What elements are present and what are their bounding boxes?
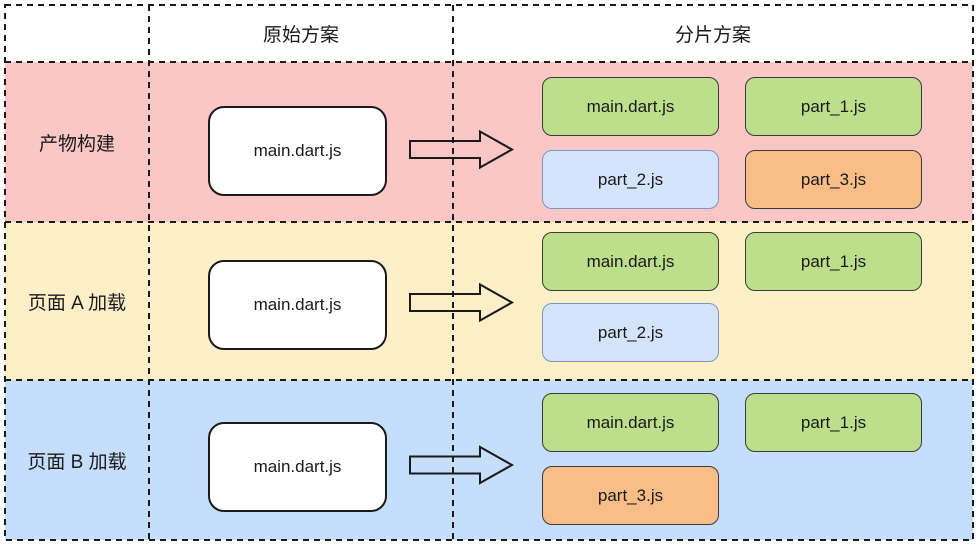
split-box-build-main: main.dart.js	[542, 77, 719, 136]
split-box-build-part3: part_3.js	[745, 150, 922, 209]
original-box-page-b: main.dart.js	[208, 422, 387, 512]
split-box-page-b-part1: part_1.js	[745, 393, 922, 452]
row-label-page-b-text: 页面 B 加载	[27, 451, 127, 473]
column-header-original-label: 原始方案	[262, 25, 339, 46]
column-header-original: 原始方案	[149, 5, 453, 62]
column-header-split-label: 分片方案	[674, 25, 751, 46]
split-box-page-a-part1: part_1.js	[745, 232, 922, 291]
split-box-page-a-part2: part_2.js	[542, 303, 719, 362]
column-header-split: 分片方案	[453, 5, 973, 62]
split-box-page-b-main: main.dart.js	[542, 393, 719, 452]
split-box-build-part2: part_2.js	[542, 150, 719, 209]
row-label-page-b: 页面 B 加载	[5, 380, 149, 540]
row-label-page-a: 页面 A 加载	[5, 222, 149, 380]
row-label-page-a-text: 页面 A 加载	[27, 292, 127, 314]
row-label-build: 产物构建	[5, 62, 149, 222]
split-box-page-a-main: main.dart.js	[542, 232, 719, 291]
original-box-page-a: main.dart.js	[208, 260, 387, 350]
original-box-build: main.dart.js	[208, 106, 387, 196]
split-box-build-part1: part_1.js	[745, 77, 922, 136]
row-label-build-text: 产物构建	[38, 133, 115, 155]
split-box-page-b-part3: part_3.js	[542, 466, 719, 525]
